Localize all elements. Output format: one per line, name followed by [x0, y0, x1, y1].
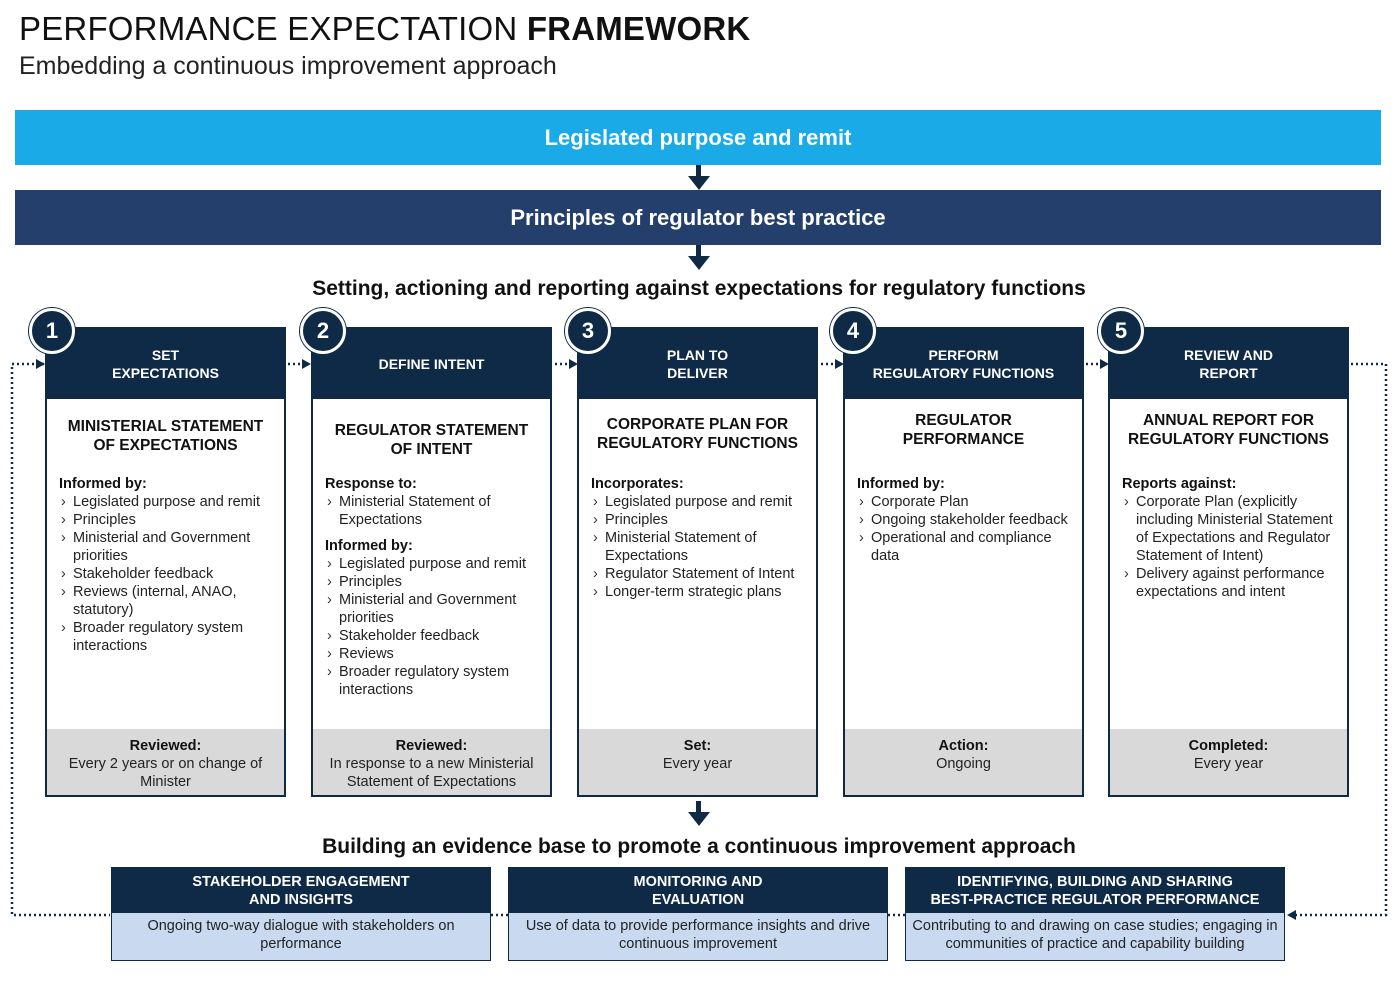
- stage-footer-label: Reviewed:: [129, 738, 202, 754]
- arrow-stem: [696, 245, 701, 257]
- stage-footer: Set: Every year: [579, 729, 816, 795]
- stage-details: Incorporates:Legislated purpose and remi…: [591, 475, 810, 601]
- evidence-box: IDENTIFYING, BUILDING AND SHARING BEST-P…: [905, 867, 1285, 961]
- evidence-box-heading: MONITORING AND EVALUATION: [509, 868, 887, 913]
- detail-group: Informed by:Legislated purpose and remit…: [59, 475, 278, 655]
- stage-document-title: CORPORATE PLAN FOR REGULATORY FUNCTIONS: [597, 416, 798, 452]
- step-number-badge: 3: [565, 308, 611, 354]
- detail-group-title: Response to:: [325, 476, 417, 492]
- detail-item: Corporate Plan: [857, 493, 1076, 511]
- stage-footer-text: Every year: [1193, 756, 1264, 772]
- detail-group-title: Informed by:: [325, 538, 413, 554]
- step-number-badge: 2: [300, 308, 346, 354]
- step-number-badge: 5: [1098, 308, 1144, 354]
- evidence-box-text: Ongoing two-way dialogue with stakeholde…: [147, 918, 455, 952]
- detail-item: Principles: [59, 511, 278, 529]
- stage-heading: DEFINE INTENT: [313, 329, 550, 399]
- detail-item: Principles: [591, 511, 810, 529]
- stage-footer-text: In response to a new Ministerial Stateme…: [329, 756, 534, 790]
- detail-group-title: Informed by:: [59, 476, 147, 492]
- detail-group-title: Reports against:: [1122, 476, 1237, 492]
- arrow-stem: [696, 165, 701, 177]
- stage-document-title: ANNUAL REPORT FOR REGULATORY FUNCTIONS: [1128, 412, 1329, 448]
- evidence-box-heading: STAKEHOLDER ENGAGEMENT AND INSIGHTS: [112, 868, 490, 913]
- detail-item: Longer-term strategic plans: [591, 583, 810, 601]
- building-heading: Building an evidence base to promote a c…: [322, 835, 1076, 858]
- stage-column-3: PLAN TO DELIVER CORPORATE PLAN FOR REGULA…: [577, 327, 818, 797]
- detail-group-title: Incorporates:: [591, 476, 684, 492]
- stage-document-title: REGULATOR STATEMENT OF INTENT: [334, 422, 529, 458]
- stage-column-4: PERFORM REGULATORY FUNCTIONS REGULATOR PE…: [843, 327, 1084, 797]
- evidence-box: MONITORING AND EVALUATION Use of data to …: [508, 867, 888, 961]
- stage-footer: Reviewed: Every 2 years or on change of M…: [47, 729, 284, 795]
- stage-column-5: REVIEW AND REPORT ANNUAL REPORT FOR REGUL…: [1108, 327, 1349, 797]
- detail-item: Reviews: [325, 645, 544, 663]
- detail-item: Ministerial and Government priorities: [325, 591, 544, 627]
- detail-group: Reports against:Corporate Plan (explicit…: [1122, 475, 1341, 601]
- page-subtitle: Embedding a continuous improvement appro…: [19, 52, 557, 80]
- stage-document-title: REGULATOR PERFORMANCE: [902, 412, 1025, 448]
- detail-item: Ministerial Statement of Expectations: [325, 493, 544, 529]
- detail-item: Stakeholder feedback: [325, 627, 544, 645]
- step-number-badge: 1: [29, 308, 75, 354]
- step-number-badge: 4: [830, 308, 876, 354]
- stage-heading: SET EXPECTATIONS: [47, 329, 284, 399]
- detail-item: Delivery against performance expectation…: [1122, 565, 1341, 601]
- stage-column-2: DEFINE INTENT REGULATOR STATEMENT OF INTE…: [311, 327, 552, 797]
- stage-document-title: MINISTERIAL STATEMENT OF EXPECTATIONS: [67, 418, 264, 454]
- stage-footer: Reviewed: In response to a new Ministeria…: [313, 729, 550, 795]
- stage-heading: REVIEW AND REPORT: [1110, 329, 1347, 399]
- setting-heading: Setting, actioning and reporting against…: [312, 277, 1086, 300]
- evidence-box-text: Use of data to provide performance insig…: [525, 918, 871, 952]
- stage-footer: Completed: Every year: [1110, 729, 1347, 795]
- stage-details: Informed by:Corporate PlanOngoing stakeh…: [857, 475, 1076, 565]
- detail-group: Informed by:Legislated purpose and remit…: [325, 537, 544, 699]
- stage-footer: Action: Ongoing: [845, 729, 1082, 795]
- detail-item: Reviews (internal, ANAO, statutory): [59, 583, 278, 619]
- detail-group: Incorporates:Legislated purpose and remi…: [591, 475, 810, 601]
- detail-item: Corporate Plan (explicitly including Min…: [1122, 493, 1341, 565]
- detail-item: Ministerial and Government priorities: [59, 529, 278, 565]
- stage-column-1: SET EXPECTATIONS MINISTERIAL STATEMENT OF…: [45, 327, 286, 797]
- principles-band: Principles of regulator best practice: [15, 190, 1381, 245]
- detail-item: Broader regulatory system interactions: [325, 663, 544, 699]
- stage-footer-label: Set:: [683, 738, 712, 754]
- detail-item: Ministerial Statement of Expectations: [591, 529, 810, 565]
- stage-footer-text: Every 2 years or on change of Minister: [68, 756, 263, 790]
- page-title: PERFORMANCE EXPECTATION FRAMEWORK: [19, 10, 750, 48]
- detail-item: Stakeholder feedback: [59, 565, 278, 583]
- detail-group-title: Informed by:: [857, 476, 945, 492]
- arrow-stem: [696, 801, 701, 813]
- detail-item: Principles: [325, 573, 544, 591]
- title-regular: PERFORMANCE EXPECTATION: [19, 10, 518, 47]
- stage-heading: PERFORM REGULATORY FUNCTIONS: [845, 329, 1082, 399]
- detail-group: Response to:Ministerial Statement of Exp…: [325, 475, 544, 529]
- stage-heading: PLAN TO DELIVER: [579, 329, 816, 399]
- evidence-box: STAKEHOLDER ENGAGEMENT AND INSIGHTS Ongoi…: [111, 867, 491, 961]
- stage-footer-text: Every year: [662, 756, 733, 772]
- detail-item: Legislated purpose and remit: [591, 493, 810, 511]
- stage-footer-label: Reviewed:: [395, 738, 468, 754]
- stage-footer-label: Completed:: [1188, 738, 1269, 754]
- title-bold: FRAMEWORK: [526, 10, 751, 47]
- down-arrow-icon: [688, 256, 710, 270]
- detail-group: Informed by:Corporate PlanOngoing stakeh…: [857, 475, 1076, 565]
- evidence-box-text: Contributing to and drawing on case stud…: [912, 918, 1278, 952]
- evidence-box-heading: IDENTIFYING, BUILDING AND SHARING BEST-P…: [906, 868, 1284, 913]
- detail-item: Legislated purpose and remit: [59, 493, 278, 511]
- detail-item: Operational and compliance data: [857, 529, 1076, 565]
- detail-item: Ongoing stakeholder feedback: [857, 511, 1076, 529]
- detail-item: Broader regulatory system interactions: [59, 619, 278, 655]
- stage-details: Reports against:Corporate Plan (explicit…: [1122, 475, 1341, 601]
- down-arrow-icon: [688, 812, 710, 826]
- detail-item: Regulator Statement of Intent: [591, 565, 810, 583]
- down-arrow-icon: [688, 176, 710, 190]
- stage-footer-text: Ongoing: [936, 756, 991, 772]
- stage-details: Response to:Ministerial Statement of Exp…: [325, 475, 544, 699]
- detail-item: Legislated purpose and remit: [325, 555, 544, 573]
- legislated-band: Legislated purpose and remit: [15, 110, 1381, 165]
- stage-footer-label: Action:: [938, 738, 989, 754]
- stage-details: Informed by:Legislated purpose and remit…: [59, 475, 278, 655]
